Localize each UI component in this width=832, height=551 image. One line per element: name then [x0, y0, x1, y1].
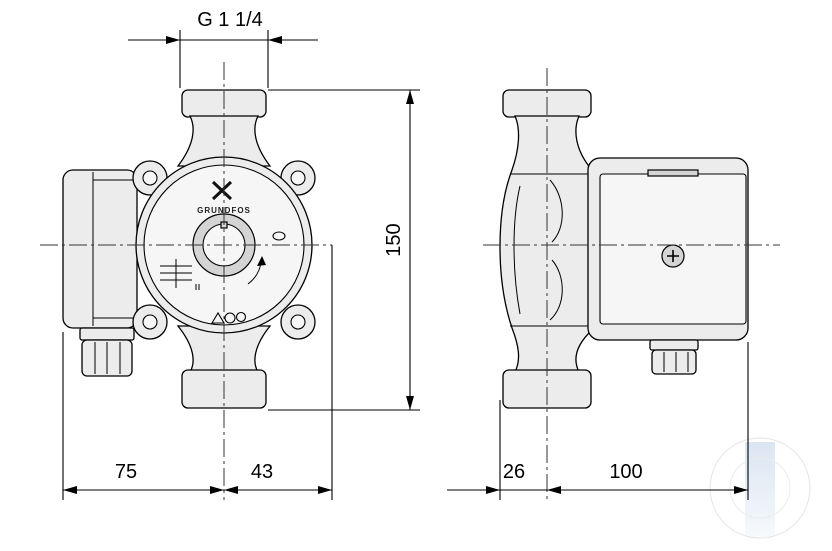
thread-dimension: G 1 1/4 — [128, 9, 318, 88]
center-lines — [40, 62, 780, 500]
side-cable-gland-body — [651, 349, 697, 375]
arrowhead — [406, 396, 414, 410]
mounting-hole — [290, 170, 306, 186]
thread-size-label: G 1 1/4 — [197, 9, 263, 31]
motor-top-strip — [647, 169, 699, 177]
front-width-dimensions: 75 43 — [62, 245, 333, 500]
housing-contour — [513, 185, 521, 315]
side-cable-gland-collar — [649, 339, 699, 351]
front-view: GRUNDFOS — [62, 89, 316, 409]
housing-contour — [549, 179, 563, 243]
arrowhead — [406, 90, 414, 104]
approval-mark-icon — [224, 312, 236, 324]
approval-mark-icon — [235, 311, 247, 323]
side-view — [499, 89, 749, 409]
mounting-holes — [142, 170, 306, 330]
cable-gland-collar — [79, 327, 135, 341]
arrowhead — [734, 486, 748, 494]
arrowhead — [486, 486, 500, 494]
arrowhead — [224, 486, 238, 494]
top-neck — [176, 115, 272, 167]
arrowhead — [547, 486, 561, 494]
terminal-box-housing — [62, 169, 138, 329]
mounting-hole — [142, 170, 158, 186]
vent-screw — [661, 244, 685, 268]
screw-cross — [667, 250, 679, 262]
speed-selector-marks — [160, 259, 200, 290]
left-width-label: 75 — [115, 461, 137, 483]
side-cable-gland — [649, 339, 699, 375]
cable-gland — [79, 327, 135, 377]
indicator-window — [272, 231, 286, 241]
rotation-arrow-head — [257, 256, 266, 266]
arrowhead — [318, 486, 332, 494]
rotation-arrow-icon — [247, 256, 266, 285]
right-width-label: 43 — [251, 461, 273, 483]
grundfos-logo-mark-icon — [211, 180, 233, 201]
watermark — [709, 437, 811, 539]
approval-marks — [211, 311, 247, 324]
mounting-hole — [290, 314, 306, 330]
housing-contour — [549, 259, 563, 321]
mounting-hole — [142, 314, 158, 330]
terminal-box — [62, 169, 138, 329]
height-dimension: 150 — [268, 89, 420, 411]
watermark-bar — [745, 442, 775, 537]
arrowhead — [210, 486, 224, 494]
warning-triangle-icon — [211, 311, 225, 324]
side-depth-label: 100 — [609, 461, 642, 483]
side-depth-dimensions: 26 100 — [447, 342, 749, 500]
arrowhead — [166, 36, 180, 44]
arrowhead — [63, 486, 77, 494]
side-offset-label: 26 — [503, 461, 525, 483]
watermark-ring-inner — [729, 457, 791, 519]
arrowhead — [268, 36, 282, 44]
height-label: 150 — [383, 223, 405, 256]
watermark-ring-outer — [709, 437, 811, 539]
